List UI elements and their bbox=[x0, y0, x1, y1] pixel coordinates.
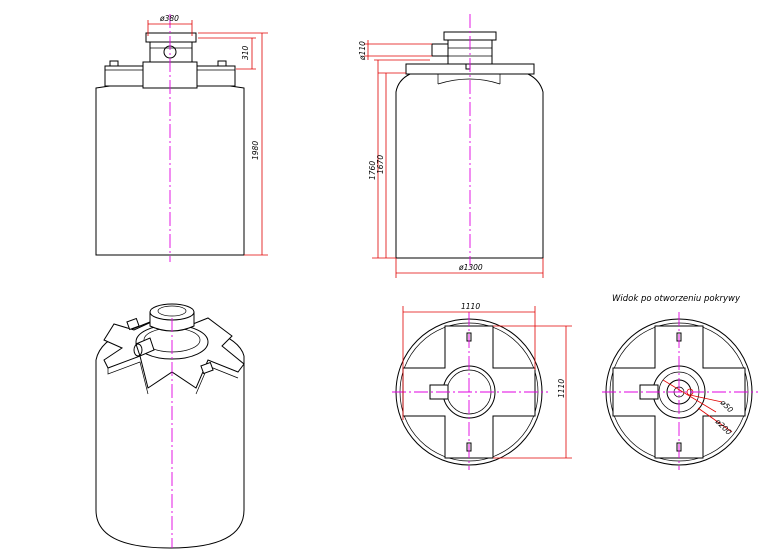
open-lid-view-caption: Widok po otworzeniu pokrywy bbox=[612, 294, 741, 304]
dim-neck-height: 310 bbox=[241, 45, 250, 60]
iso-view bbox=[95, 303, 245, 549]
dim-plan-depth: 1110 bbox=[557, 379, 566, 398]
open-lid-view bbox=[602, 312, 758, 470]
dim-inner-dia-large: ø200 bbox=[713, 416, 734, 437]
dim-pipe-dia: ø110 bbox=[358, 41, 367, 61]
dim-top-opening-dia: ø380 bbox=[159, 14, 179, 23]
plan-view bbox=[392, 306, 572, 470]
dim-total-height-front: 1980 bbox=[251, 141, 260, 160]
side-view bbox=[364, 14, 544, 278]
dim-height-side-total: 1760 bbox=[368, 161, 377, 180]
dim-plan-width: 1110 bbox=[461, 302, 480, 311]
dim-height-side-body: 1670 bbox=[376, 155, 385, 174]
front-view bbox=[95, 14, 268, 262]
dim-tank-dia: ø1300 bbox=[458, 263, 483, 272]
